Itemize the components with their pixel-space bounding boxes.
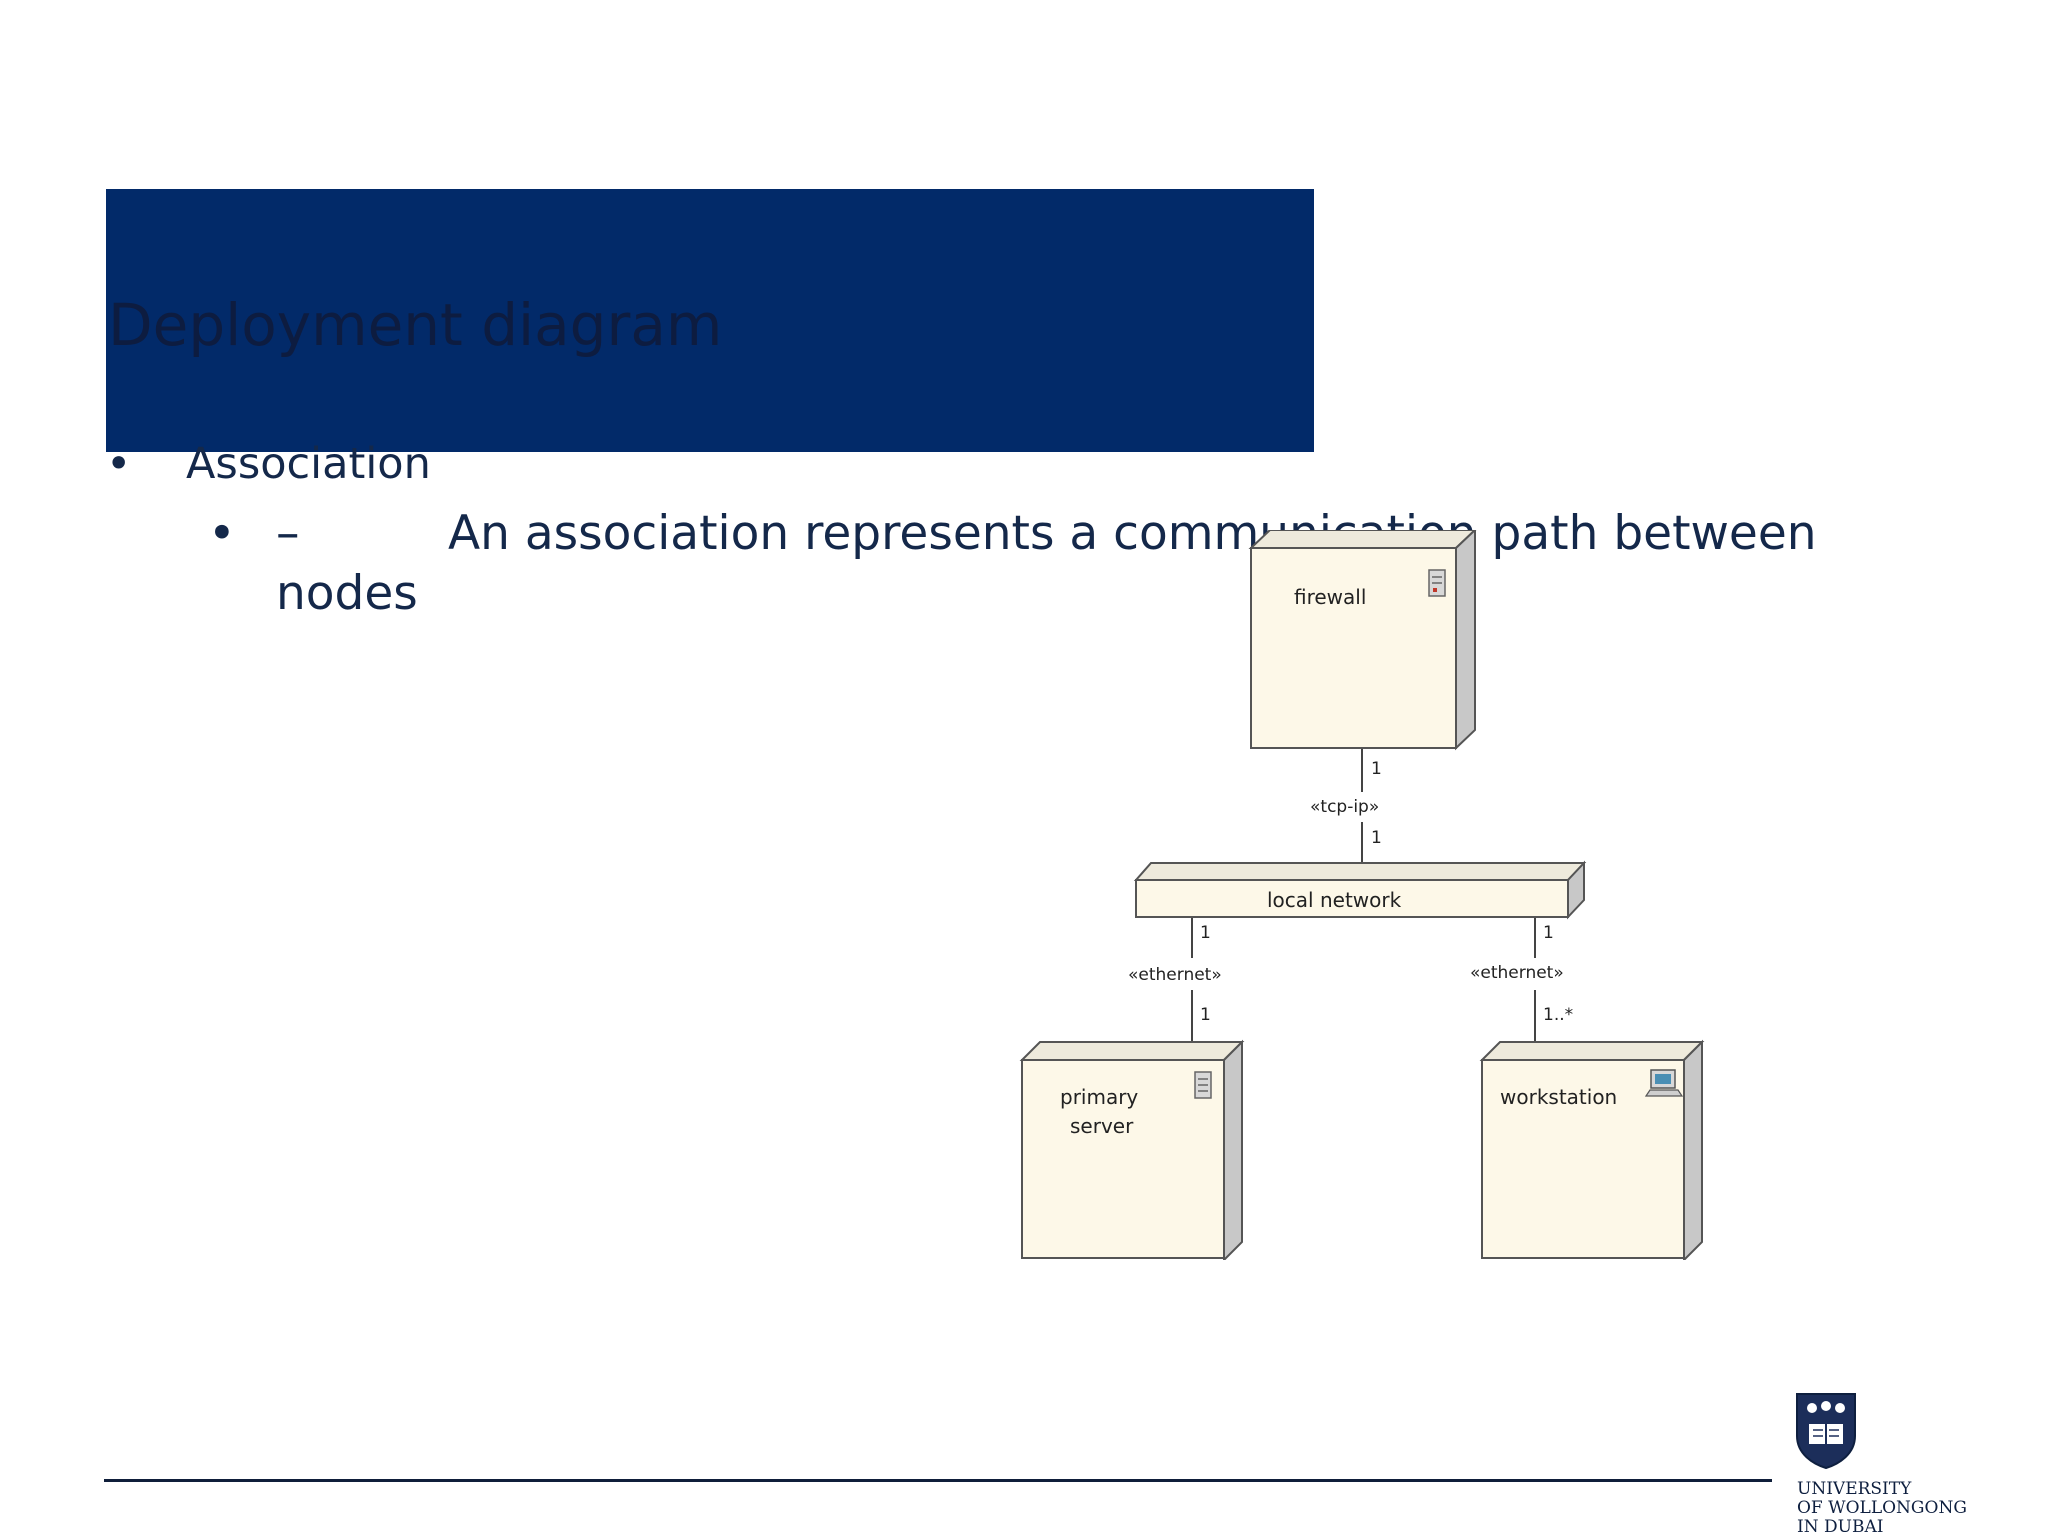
node-primary-server-label-line2: server [1070,1114,1134,1138]
stereotype-ethernet-workstation: «ethernet» [1470,963,1564,983]
logo-line-2: OF WOLLONGONG [1797,1498,1967,1518]
node-primary-server-side [1223,1039,1243,1260]
logo-line-3: IN DUBAI [1797,1517,1884,1537]
slide-title: Deployment diagram [108,291,723,359]
university-crest-icon [1795,1390,1857,1470]
title-bar [106,189,1314,452]
sub-bullet-marker: • [208,506,236,561]
sub-bullet-text-line2: nodes [276,566,418,621]
bullet-association: • Association [106,438,431,490]
multiplicity-firewall: 1 [1371,759,1382,779]
university-logo-text: UNIVERSITY OF WOLLONGONG IN DUBAI [1797,1480,1967,1537]
sub-bullet-dash: – [276,506,300,561]
stereotype-tcp-ip: «tcp-ip» [1310,797,1379,817]
node-local-network-top [1133,862,1587,881]
node-local-network: local network [1133,860,1587,920]
association-lines [1191,748,1536,1042]
node-primary-server-top [1019,1041,1245,1061]
multiplicity-network-top: 1 [1371,828,1382,848]
bullet-text: Association [186,439,431,489]
deployment-diagram: firewall 1 «tcp-ip» 1 local network 1 «e… [1000,530,1720,1260]
node-firewall-side [1455,530,1476,751]
multiplicity-network-server: 1 [1200,923,1211,943]
node-workstation-top [1479,1041,1705,1061]
node-local-network-label: local network [1267,888,1402,912]
node-firewall-front [1250,547,1457,749]
stereotype-ethernet-server: «ethernet» [1128,965,1222,985]
node-firewall-label: firewall [1294,585,1366,609]
logo-line-1: UNIVERSITY [1797,1479,1912,1499]
multiplicity-server: 1 [1200,1005,1211,1025]
node-firewall: firewall [1248,530,1477,751]
bullet-marker: • [106,439,132,489]
server-icon [1428,569,1446,597]
footer-divider [104,1479,1772,1482]
node-workstation-label: workstation [1500,1085,1617,1109]
node-primary-server-front [1021,1059,1225,1259]
node-workstation: workstation [1479,1039,1705,1260]
node-firewall-top [1248,530,1477,549]
multiplicity-network-workstation: 1 [1543,923,1554,943]
computer-icon [1644,1069,1684,1097]
node-primary-server-label-line1: primary [1060,1085,1138,1109]
node-local-network-front [1135,879,1569,918]
multiplicity-workstation: 1..* [1543,1005,1573,1025]
sub-bullet-text-line1: An association represents a communicatio… [448,506,1817,561]
node-primary-server: primary server [1019,1039,1245,1260]
sub-bullet-association-definition: •– An association represents a communicat… [208,504,1817,564]
node-workstation-side [1683,1039,1703,1260]
server-icon [1194,1071,1212,1099]
